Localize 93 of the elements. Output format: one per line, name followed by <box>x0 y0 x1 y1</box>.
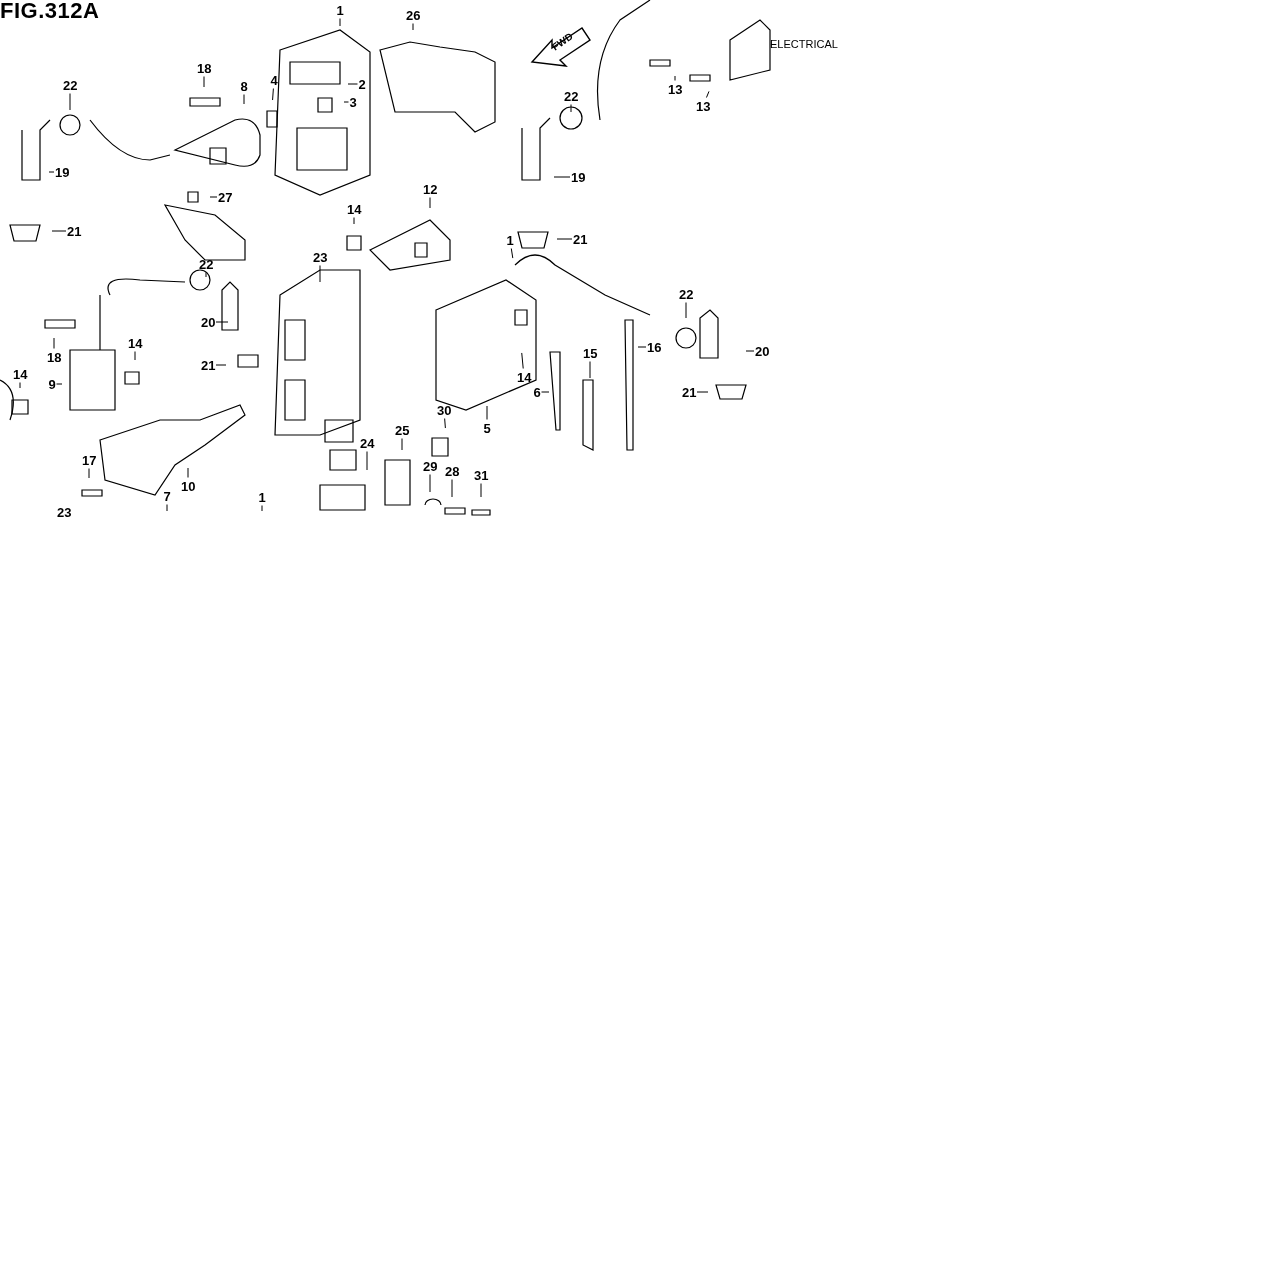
callout-number: 3 <box>349 94 357 110</box>
callout-number: 12 <box>423 181 438 197</box>
leader-line <box>203 76 205 88</box>
callout-number: 9 <box>48 376 56 392</box>
callout-number: 30 <box>437 402 452 418</box>
callout-number: 14 <box>517 369 532 385</box>
leader-line <box>696 391 709 393</box>
leader-line <box>319 265 321 283</box>
callout-number: 19 <box>571 169 586 185</box>
leader-line <box>541 391 550 393</box>
callout-number: 26 <box>406 7 421 23</box>
leader-line <box>570 104 572 113</box>
leader-line <box>205 272 207 278</box>
callout-number: 21 <box>201 357 216 373</box>
callout-number: 4 <box>270 72 278 88</box>
callout-number: 24 <box>360 435 375 451</box>
figure-title: FIG.312A <box>0 0 100 24</box>
leader-line <box>134 351 136 361</box>
callout-number: 18 <box>47 349 62 365</box>
callout-number: 17 <box>82 452 97 468</box>
callout-number: 14 <box>13 366 28 382</box>
leader-line <box>553 176 571 178</box>
leader-line <box>556 238 573 240</box>
callout-number: 21 <box>682 384 697 400</box>
leader-line <box>401 438 403 451</box>
leader-line <box>243 94 245 105</box>
callout-number: 20 <box>755 343 770 359</box>
leader-line <box>19 382 21 389</box>
callout-number: 27 <box>218 189 233 205</box>
leader-line <box>343 101 349 103</box>
leader-line <box>261 505 263 512</box>
leader-line <box>451 479 453 498</box>
callout-number: 18 <box>197 60 212 76</box>
callout-number: 22 <box>679 286 694 302</box>
callout-number: 25 <box>395 422 410 438</box>
leader-line <box>444 418 446 429</box>
leader-line <box>521 352 524 369</box>
leader-line <box>215 321 229 323</box>
callout-number: 13 <box>696 98 711 114</box>
callout-number: 2 <box>358 76 366 92</box>
leader-line <box>56 383 63 385</box>
callout-number: 22 <box>199 256 214 272</box>
leader-line <box>215 364 227 366</box>
callout-number: 6 <box>533 384 541 400</box>
leader-line <box>187 467 189 478</box>
callout-number: 10 <box>181 478 196 494</box>
callout-number: 29 <box>423 458 438 474</box>
callout-number: 22 <box>564 88 579 104</box>
callout-number: 23 <box>57 504 72 520</box>
callout-number: 23 <box>313 249 328 265</box>
leader-line <box>353 217 355 225</box>
leader-line <box>674 75 676 81</box>
leader-line <box>209 196 218 198</box>
leader-line <box>745 350 755 352</box>
callout-number: 14 <box>347 201 362 217</box>
callout-number: 28 <box>445 463 460 479</box>
section-label: ELECTRICAL <box>770 38 838 50</box>
leader-line <box>706 90 710 98</box>
callout-number: 1 <box>258 489 266 505</box>
callout-number: 13 <box>668 81 683 97</box>
callout-number: 5 <box>483 420 491 436</box>
callout-number: 16 <box>647 339 662 355</box>
callout-number: 21 <box>67 223 82 239</box>
leader-line <box>347 83 358 85</box>
leader-line <box>429 197 431 209</box>
callout-number: 20 <box>201 314 216 330</box>
leader-line <box>339 18 341 27</box>
leader-line <box>480 483 482 498</box>
leader-line <box>88 468 90 479</box>
callout-number: 21 <box>573 231 588 247</box>
leader-line <box>412 23 414 31</box>
leader-line <box>51 230 67 232</box>
leader-line <box>510 248 514 259</box>
callout-number: 1 <box>336 2 344 18</box>
leader-line <box>53 337 55 349</box>
callout-number: 14 <box>128 335 143 351</box>
callout-number: 1 <box>506 232 514 248</box>
callout-number: 8 <box>240 78 248 94</box>
leader-line <box>486 405 488 420</box>
leader-line <box>429 474 431 493</box>
callout-number: 7 <box>163 488 171 504</box>
callout-number: 19 <box>55 164 70 180</box>
leader-line <box>637 346 647 348</box>
callout-number: 15 <box>583 345 598 361</box>
leader-line <box>69 93 71 111</box>
leader-line <box>589 361 591 379</box>
leader-line <box>366 451 368 471</box>
leader-line <box>166 504 168 512</box>
callout-number: 22 <box>63 77 78 93</box>
leader-line <box>48 171 55 173</box>
leader-line <box>685 302 687 319</box>
callout-number: 31 <box>474 467 489 483</box>
leader-line <box>272 88 274 101</box>
